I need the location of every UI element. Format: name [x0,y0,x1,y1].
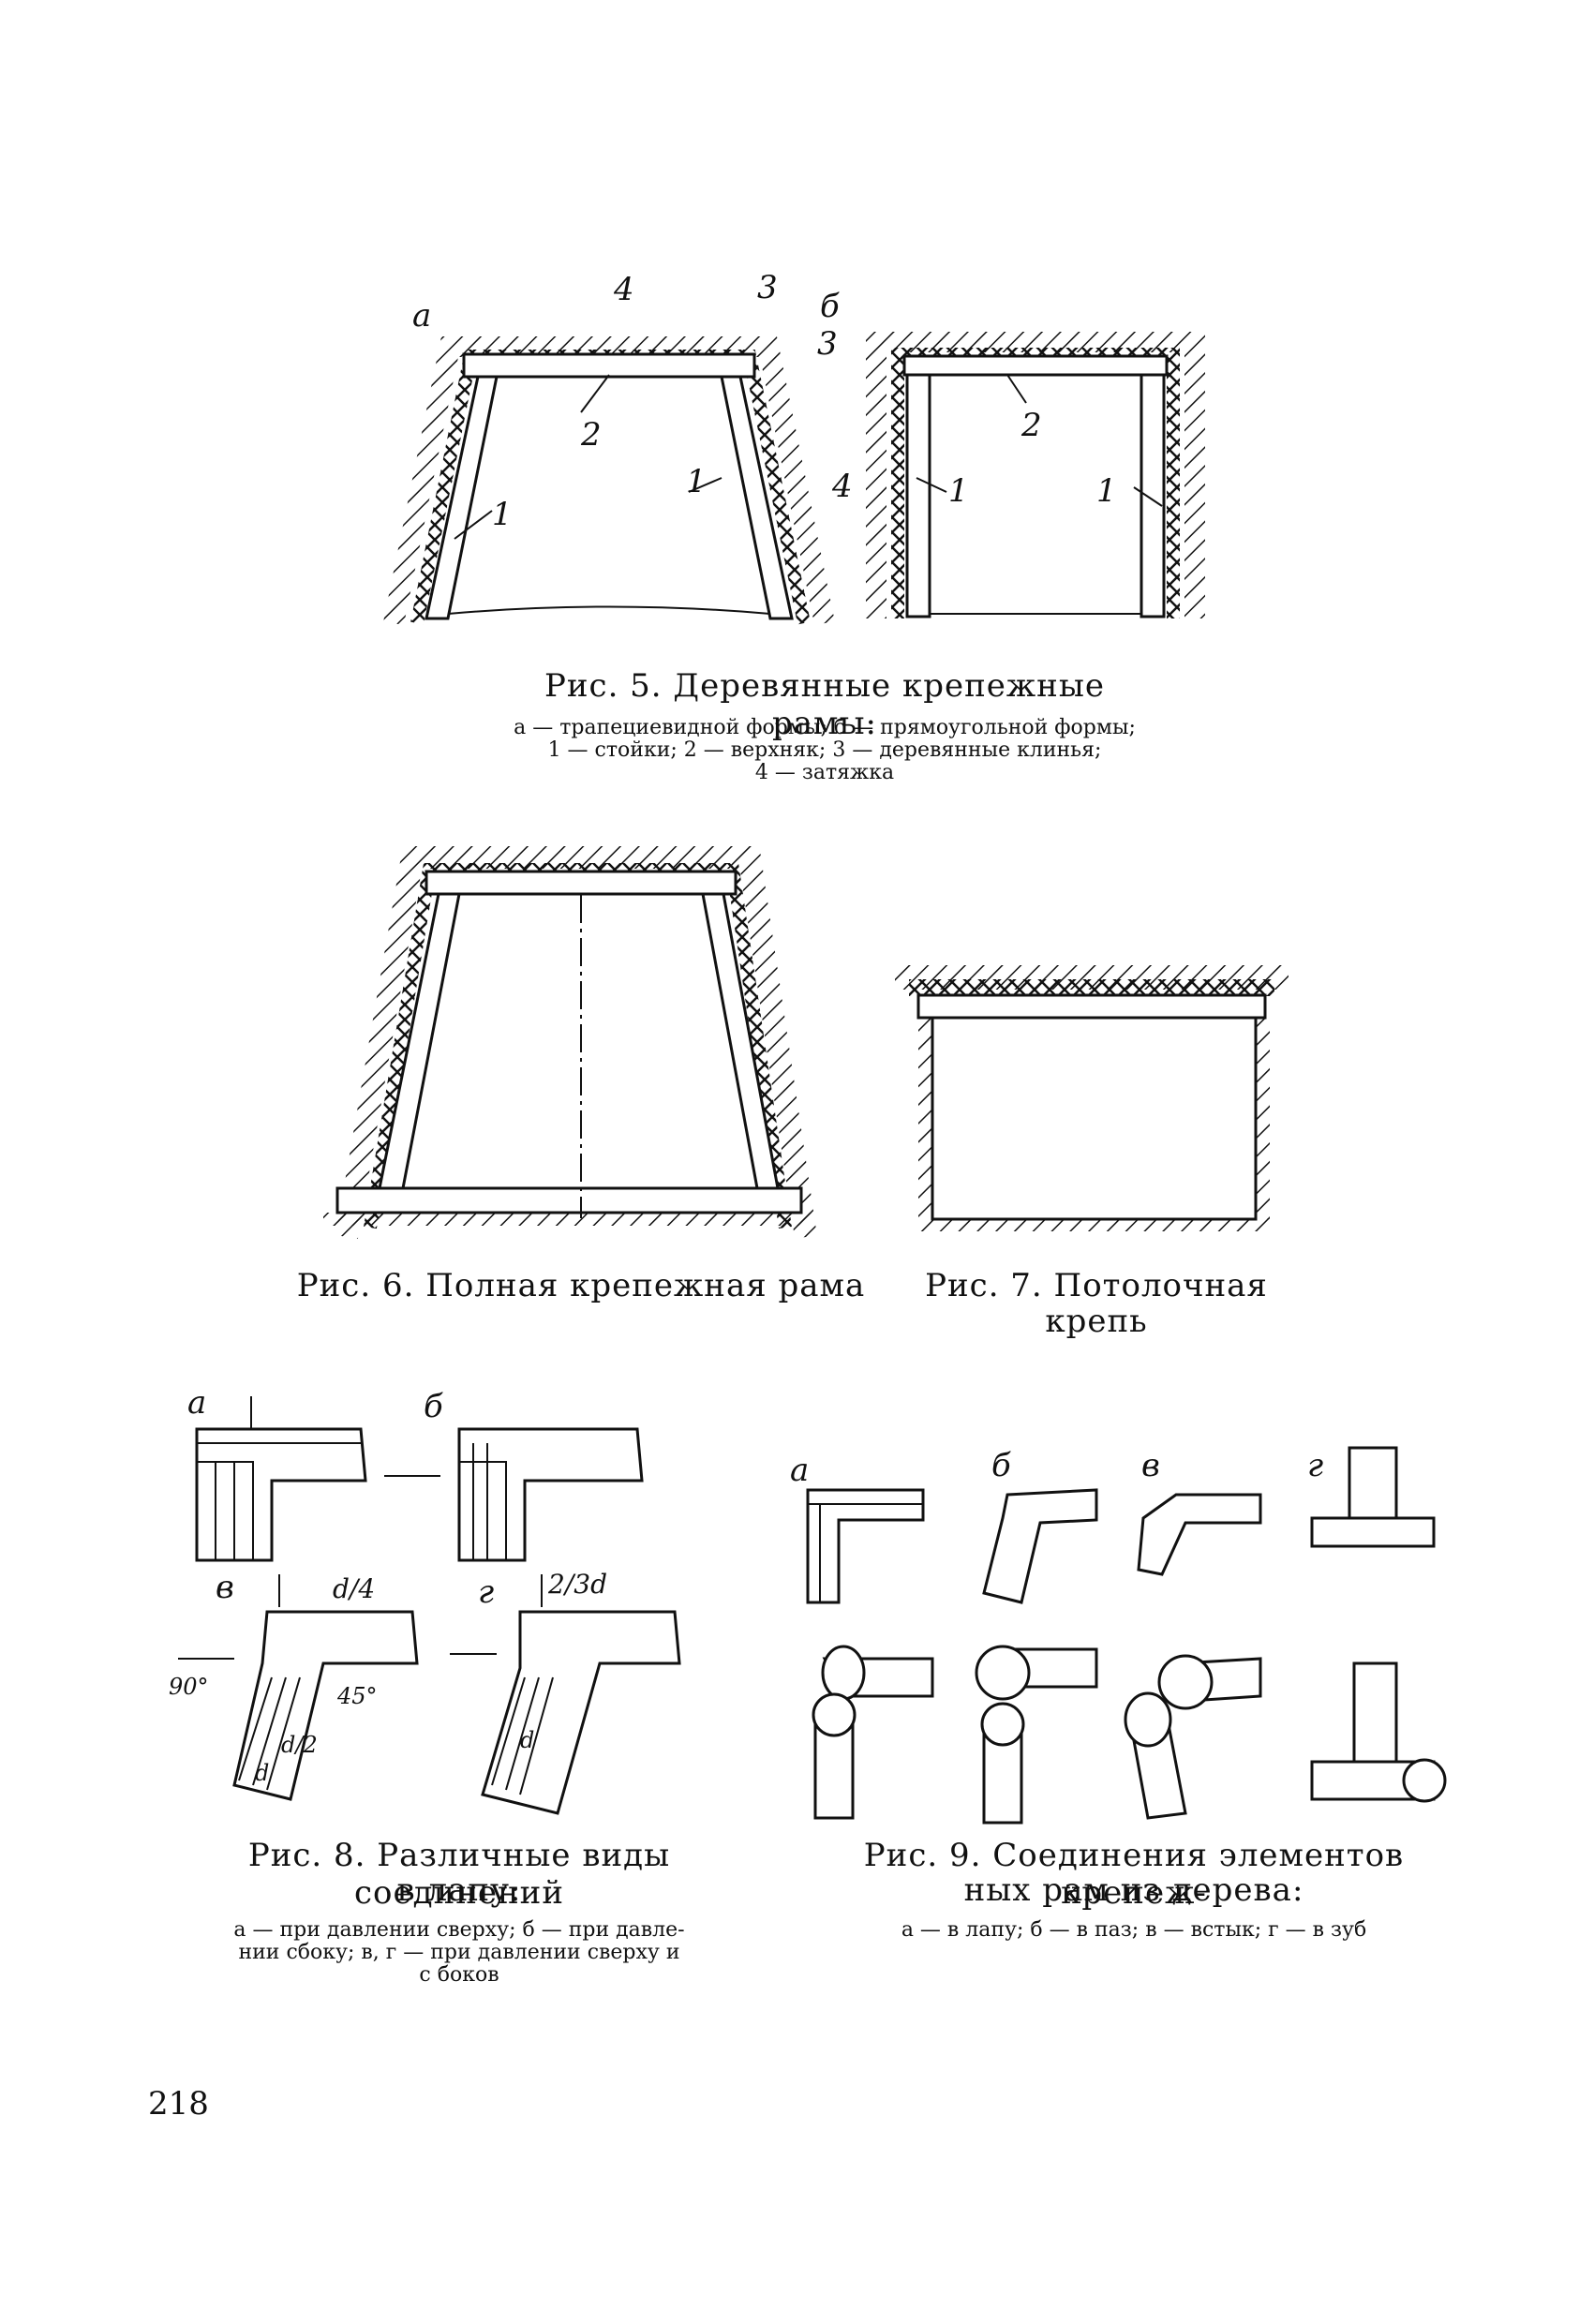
fig8-label-d23: 2/3d [547,1569,607,1600]
fig6-caption-title: Рис. 6. Полная крепежная рама [296,1267,866,1304]
fig9-label-v: в [1141,1447,1160,1484]
fig8-label-v: в [216,1569,234,1606]
fig8v-label-d: d [255,1760,269,1786]
page-number: 218 [148,2085,209,2123]
fig9-caption-line2: ных рам из дерева: [963,1871,1304,1909]
fig5b-label-4: 4 [831,468,853,505]
fig9-label-b: б [991,1447,1011,1484]
fig5a-label-1-left: 1 [492,496,513,533]
fig8-label-b: б [424,1388,443,1425]
fig5-legend-line2: 1 — стойки; 2 — верхняк; 3 — деревянные … [547,738,1102,762]
fig5a-frame [383,336,835,626]
fig8-legend-line1: а — при давлении сверху; б — при давле- [233,1918,685,1942]
fig5-caption-title: Рис. 5. Деревянные крепежные рамы: [544,667,1106,742]
fig5-legend-line3: 4 — затяжка [754,761,895,784]
fig5-label-a: а [412,297,431,335]
fig8a-joint [195,1396,367,1562]
fig5-label-b: б [820,288,840,325]
fig8-label-g: г [478,1573,494,1611]
fig7-frame [895,965,1289,1231]
fig8-label-a: а [187,1384,206,1422]
fig9-caption-line1: Рис. 9. Соединения элементов крепеж- [863,1837,1405,1912]
fig5b-label-2: 2 [1020,407,1042,444]
fig8-label-90: 90° [169,1674,209,1700]
fig8-label-45: 45° [336,1683,378,1709]
fig5a-label-2: 2 [580,416,602,454]
fig5b-label-3: 3 [817,325,838,363]
fig5-legend-line1: а — трапециевидной формы; б — прямоуголь… [514,716,1136,739]
fig5b-frame [866,332,1205,618]
fig5a-label-4: 4 [613,271,634,308]
fig8b-joint [384,1427,644,1562]
fig8v-joint [178,1574,419,1801]
fig6-frame [323,846,817,1240]
fig7-caption-line1: Рис. 7. Потолочная [925,1267,1268,1304]
fig9-label-g: г [1307,1447,1323,1484]
fig5a-label-1-right: 1 [686,463,707,500]
fig8g-joint [450,1574,681,1815]
fig5b-label-1-right: 1 [1096,472,1117,510]
fig9-legend-line1: а — в лапу; б — в паз; в — встык; г — в … [901,1918,1367,1942]
fig5b-label-1-left: 1 [948,472,969,510]
fig5a-label-3: 3 [757,269,778,306]
fig7-caption-line2: крепь [1045,1303,1148,1340]
fig9-label-a: а [790,1452,809,1489]
fig8-legend-line2: нии сбоку; в, г — при давлении сверху и [238,1941,680,1964]
fig8-caption-line2: в лапу: [396,1871,522,1909]
fig8g-label-d: d [520,1727,534,1753]
fig9-row2 [812,1645,1447,1825]
fig8-label-d2: d/2 [281,1732,318,1758]
fig8-caption-line1: Рис. 8. Различные виды соединений [247,1837,671,1912]
fig8-legend-line3: с боков [419,1963,499,1987]
fig9-row1 [806,1446,1436,1604]
fig8-label-d4: d/4 [333,1573,375,1604]
